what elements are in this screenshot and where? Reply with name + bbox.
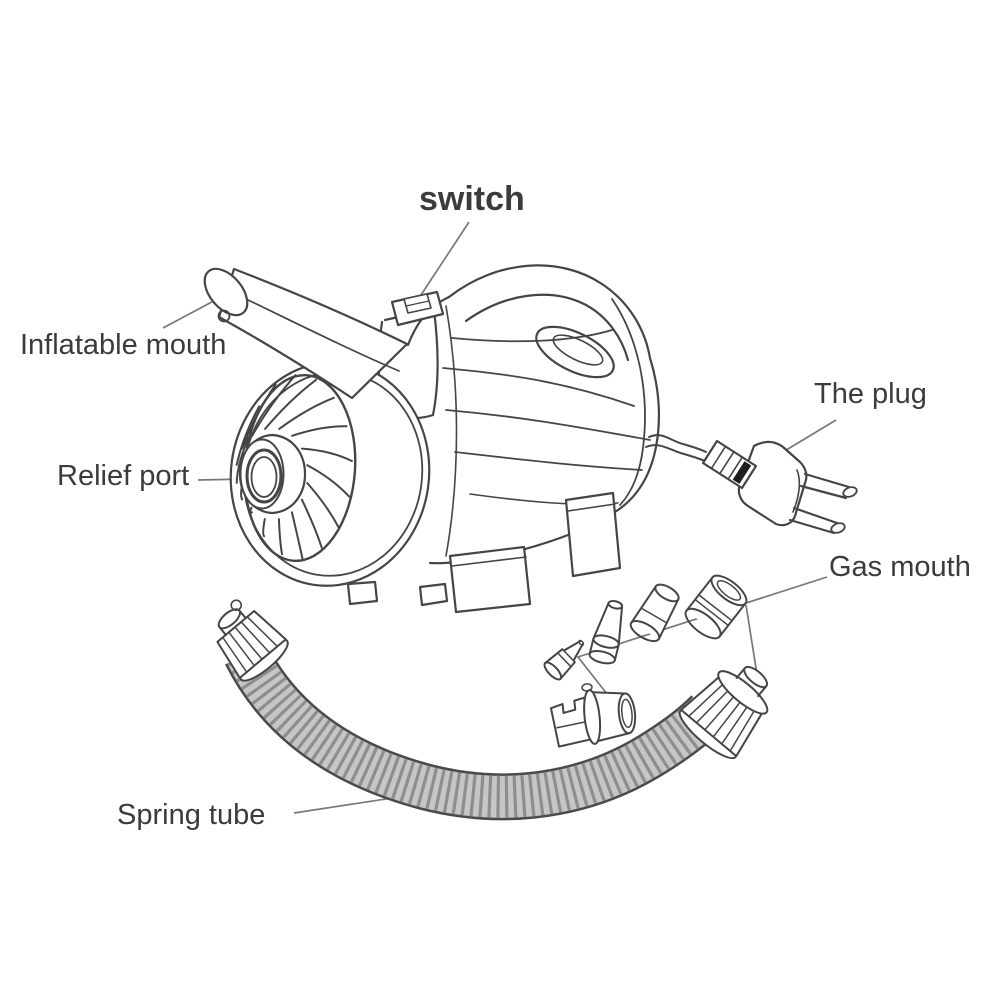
plug-stripe (732, 461, 752, 484)
label-the-plug: The plug (814, 378, 927, 410)
hose-coupler-right (678, 665, 769, 760)
nozzle-adapter-large (684, 574, 748, 640)
handle (464, 293, 630, 362)
spring-tube-hose (224, 643, 725, 821)
nozzle-adapter-needle (543, 639, 585, 681)
pump-body (203, 264, 858, 614)
label-relief-port: Relief port (57, 460, 190, 492)
nozzle-adapter-medium (629, 583, 680, 643)
leader-the-plug (782, 419, 837, 453)
label-gas-mouth: Gas mouth (829, 551, 971, 583)
plug-prongs (788, 472, 858, 535)
hose-end-connector (549, 683, 637, 748)
handle-grip-hole (535, 325, 615, 379)
gas-mouth-adapters (543, 574, 748, 748)
relief-port-hole (245, 448, 283, 504)
power-plug (701, 439, 858, 535)
nozzle-adapter-cone (588, 599, 624, 665)
label-switch: switch (419, 180, 525, 218)
motor-housing (406, 264, 660, 565)
fan-impeller (235, 374, 353, 560)
base-feet (346, 491, 622, 614)
hose-couplers (216, 599, 769, 760)
hose-coupler-left (216, 599, 289, 682)
switch-box (390, 290, 445, 327)
relief-port-hub (238, 433, 307, 515)
power-cord (645, 434, 708, 463)
plug-head (737, 440, 808, 527)
leader-switch (418, 221, 470, 299)
inflatable-mouth-nozzle (203, 267, 409, 400)
label-spring-tube: Spring tube (117, 799, 266, 831)
label-inflatable-mouth: Inflatable mouth (20, 329, 227, 361)
